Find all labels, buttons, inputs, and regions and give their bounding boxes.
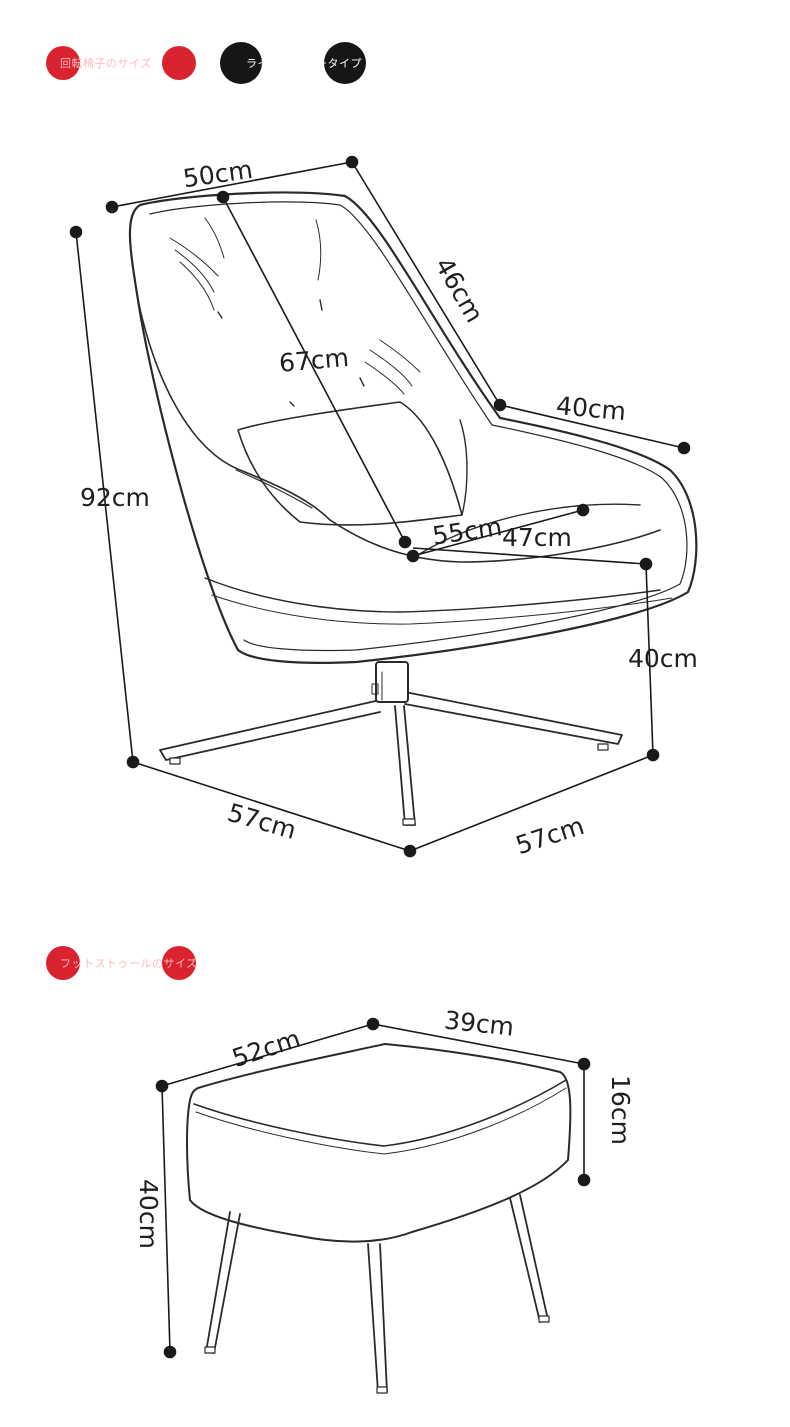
black-dot-right xyxy=(324,42,366,84)
stool-cushion-label: 16cm xyxy=(606,1075,635,1145)
stool-point xyxy=(163,1345,177,1359)
chair-point xyxy=(69,225,83,239)
chair-point xyxy=(406,549,420,563)
chair-size-header: 回転椅子のサイズ xyxy=(46,46,198,80)
chair-base-left-label: 57cm xyxy=(224,798,299,845)
chair-point xyxy=(639,557,653,571)
stool-point xyxy=(155,1079,169,1093)
chair-seat-depth-label: 47cm xyxy=(502,523,572,552)
chair-illustration xyxy=(128,191,698,826)
black-dot-left xyxy=(220,42,262,84)
chair-point xyxy=(576,503,590,517)
chair-point xyxy=(216,190,230,204)
red-dot-left xyxy=(46,46,80,80)
stool-point xyxy=(577,1057,591,1071)
stool-dimension-lines xyxy=(155,1017,591,1359)
stool-illustration xyxy=(186,1043,572,1394)
chair-depth-label: 46cm xyxy=(429,252,489,327)
stool-height-label: 40cm xyxy=(134,1179,163,1249)
stool-size-header: フットストゥールのサイズ xyxy=(46,946,206,980)
stool-point xyxy=(577,1173,591,1187)
type-label-left: ライ xyxy=(246,57,269,70)
stool-length-label: 52cm xyxy=(228,1024,303,1073)
chair-seat-height-label: 40cm xyxy=(628,644,698,673)
chair-point xyxy=(403,844,417,858)
chair-base-right-label: 57cm xyxy=(512,811,587,860)
type-header: ライ ータイプ xyxy=(220,42,376,84)
chair-width-label: 50cm xyxy=(181,155,254,193)
chair-point xyxy=(105,200,119,214)
chair-point xyxy=(126,755,140,769)
chair-point xyxy=(646,748,660,762)
chair-armrest-label: 40cm xyxy=(555,391,627,426)
chair-point xyxy=(493,398,507,412)
stool-point xyxy=(366,1017,380,1031)
red-dot-right xyxy=(162,946,196,980)
stool-width-label: 39cm xyxy=(443,1006,516,1042)
stool-size-title: フットストゥールのサイズ xyxy=(60,957,198,970)
chair-point xyxy=(398,535,412,549)
chair-point xyxy=(345,155,359,169)
type-label-right: ータイプ xyxy=(316,57,362,70)
red-dot-left xyxy=(46,946,80,980)
red-dot-right xyxy=(162,46,196,80)
chair-point xyxy=(677,441,691,455)
chair-dimension-lines xyxy=(69,155,691,858)
chair-size-title: 回転椅子のサイズ xyxy=(60,57,152,70)
chair-back-height-label: 67cm xyxy=(278,343,350,378)
chair-height-label: 92cm xyxy=(80,483,150,512)
